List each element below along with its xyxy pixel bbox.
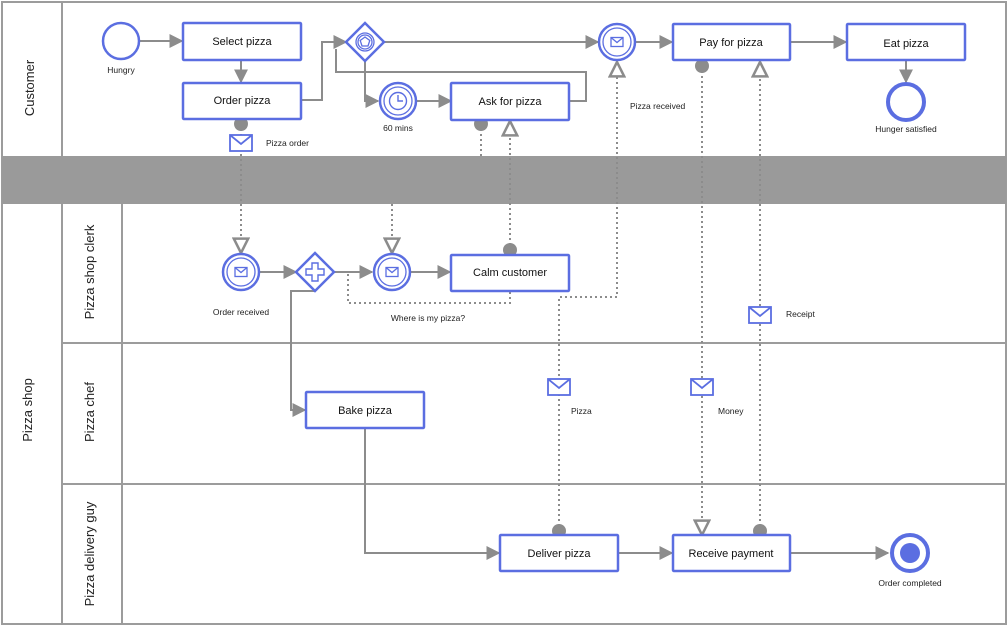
message-label-pizza: Pizza: [571, 406, 592, 416]
event-label-order-completed: Order completed: [878, 578, 942, 588]
task-pay-for-pizza[interactable]: Pay for pizza: [671, 22, 792, 62]
task-label-order-pizza: Order pizza: [214, 95, 272, 107]
event-label-60-mins: 60 mins: [383, 123, 413, 133]
pool-customer: Customer: [22, 2, 63, 156]
envelope-icon: [610, 36, 624, 48]
event-label-where-is-my-pizza: Where is my pizza?: [391, 313, 465, 323]
envelope-icon: [748, 306, 772, 324]
task-label-ask-for-pizza: Ask for pizza: [479, 96, 543, 108]
lane-label-clerk: Pizza shop clerk: [82, 224, 97, 319]
task-deliver-pizza[interactable]: Deliver pizza: [498, 533, 620, 573]
task-eat-pizza[interactable]: Eat pizza: [845, 22, 967, 62]
task-label-select-pizza: Select pizza: [212, 36, 272, 48]
event-label-hungry: Hungry: [107, 65, 135, 75]
event-label-pizza-received: Pizza received: [630, 101, 686, 111]
end-event-hunger-satisfied[interactable]: [886, 82, 926, 122]
task-label-calm-customer: Calm customer: [473, 267, 547, 279]
pool-label-customer: Customer: [22, 59, 37, 116]
pool-pizza-shop: Pizza shop Pizza shop clerk Pizza chef P…: [20, 204, 1006, 624]
task-calm-customer[interactable]: Calm customer: [449, 253, 571, 293]
task-select-pizza[interactable]: Select pizza: [181, 21, 303, 62]
pool-separator: [2, 156, 1006, 204]
message-event-order-received[interactable]: [221, 252, 261, 292]
task-label-eat-pizza: Eat pizza: [883, 38, 929, 50]
lane-label-chef: Pizza chef: [82, 382, 97, 442]
envelope-icon: [234, 266, 248, 278]
message-pizza: [547, 378, 571, 396]
task-receive-payment[interactable]: Receive payment: [671, 533, 792, 573]
message-label-pizza-order: Pizza order: [266, 138, 309, 148]
parallel-gateway[interactable]: [294, 251, 336, 293]
task-label-pay-for-pizza: Pay for pizza: [699, 37, 763, 49]
task-label-bake-pizza: Bake pizza: [338, 405, 393, 417]
envelope-icon: [229, 134, 253, 152]
lane-label-delivery: Pizza delivery guy: [82, 501, 97, 606]
task-ask-for-pizza[interactable]: Ask for pizza: [449, 81, 571, 122]
clock-icon: [388, 91, 408, 111]
pool-label-pizza-shop: Pizza shop: [20, 378, 35, 442]
event-label-hunger-satisfied: Hunger satisfied: [875, 124, 937, 134]
envelope-icon: [690, 378, 714, 396]
message-label-receipt: Receipt: [786, 309, 815, 319]
timer-event-60-mins[interactable]: [378, 81, 418, 121]
message-event-where-is-my-pizza[interactable]: [372, 252, 412, 292]
event-label-order-received: Order received: [213, 307, 269, 317]
envelope-icon: [547, 378, 571, 396]
task-bake-pizza[interactable]: Bake pizza: [304, 390, 426, 430]
start-event-hungry[interactable]: [101, 21, 141, 61]
message-label-money: Money: [718, 406, 744, 416]
message-receipt: [748, 306, 772, 324]
task-label-deliver-pizza: Deliver pizza: [528, 548, 592, 560]
event-based-gateway[interactable]: [344, 21, 386, 63]
message-money: [690, 378, 714, 396]
end-event-order-completed[interactable]: [890, 533, 930, 573]
task-label-receive-payment: Receive payment: [689, 548, 774, 560]
message-pizza-order: [229, 134, 253, 152]
envelope-icon: [385, 266, 399, 278]
message-event-pizza-received[interactable]: [597, 22, 637, 62]
task-order-pizza[interactable]: Order pizza: [181, 81, 303, 121]
